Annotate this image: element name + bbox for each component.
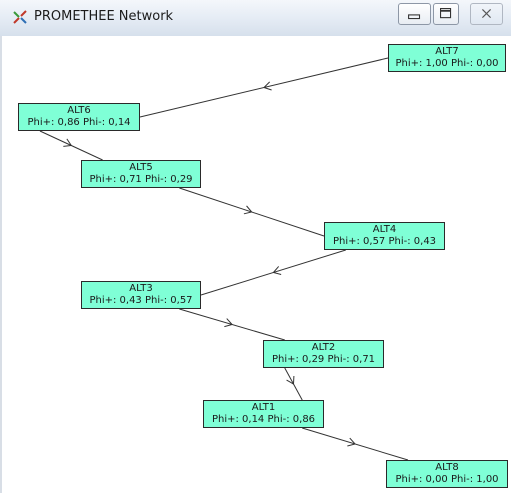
promethee-network-icon — [12, 9, 28, 25]
node-name: ALT6 — [67, 105, 91, 116]
close-button[interactable] — [470, 3, 503, 25]
node-phi-values: Phi+: 0,86 Phi-: 0,14 — [27, 117, 131, 128]
node-phi-values: Phi+: 0,71 Phi-: 0,29 — [89, 174, 193, 185]
title-bar[interactable]: PROMETHEE Network — [0, 0, 511, 36]
node-name: ALT3 — [129, 283, 153, 294]
window-title: PROMETHEE Network — [34, 9, 174, 24]
node-phi-values: Phi+: 0,43 Phi-: 0,57 — [89, 295, 193, 306]
node-phi-values: Phi+: 0,57 Phi-: 0,43 — [332, 236, 437, 247]
maximize-icon — [440, 8, 452, 19]
minimize-icon — [408, 14, 421, 20]
node-name: ALT4 — [372, 224, 397, 235]
node-name: ALT5 — [129, 162, 153, 173]
node-phi-values: Phi+: 0,29 Phi-: 0,71 — [271, 354, 376, 365]
maximize-button[interactable] — [433, 3, 459, 25]
node-phi-values: Phi+: 1,00 Phi-: 0,00 — [395, 58, 499, 69]
window-left-border — [0, 36, 2, 493]
node-name: ALT1 — [251, 402, 276, 413]
node-name: ALT8 — [435, 462, 459, 473]
minimize-button[interactable] — [398, 3, 431, 25]
node-name: ALT2 — [311, 342, 336, 353]
node-name: ALT7 — [435, 46, 459, 57]
close-icon — [481, 9, 492, 19]
node-phi-values: Phi+: 0,00 Phi-: 1,00 — [395, 474, 499, 485]
node-phi-values: Phi+: 0,14 Phi-: 0,86 — [211, 414, 316, 425]
